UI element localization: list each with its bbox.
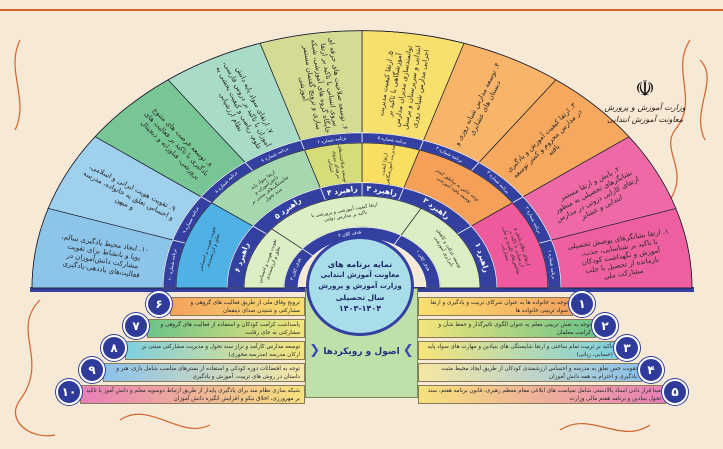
center-title-line: نمایه برنامه های: [327, 259, 393, 269]
principle-item: توجه به نقش تربیتی معلم به عنوان الگوی ت…: [418, 319, 596, 338]
iran-emblem-icon: ☫: [635, 77, 655, 102]
principle-number-badge: ۵: [662, 379, 688, 405]
principle-text: توجه به نقش تربیتی معلم به عنوان الگوی ت…: [438, 322, 591, 336]
principle-number-badge: ۷: [123, 313, 149, 339]
principle-text: مبنا قرار دادن اسناد بالادستی شامل سیاست…: [427, 388, 661, 402]
center-title-line: وزارت آموزش و پرورش: [318, 281, 402, 290]
principle-item: مبنا قرار دادن اسناد بالادستی شامل سیاست…: [418, 385, 666, 404]
fan-outline: [31, 30, 693, 289]
principle-text: توجه به اقتضائات دوره کودکی و استفاده از…: [116, 366, 300, 380]
principle-number-badge: ۹: [79, 357, 105, 383]
principle-text: توجه به خانواده ها به عنوان شرکای تربیت …: [430, 300, 568, 314]
deputy-name: معاونت آموزش ابتدایی: [606, 115, 684, 124]
principle-number-badge: ۸: [101, 335, 127, 361]
principle-number-badge: ۶: [146, 291, 172, 317]
principle-text: شبکه سازی نظام مند برای یادگیری پایدار ا…: [86, 388, 300, 402]
chevron-right-icon: ❯: [402, 343, 414, 358]
ornament-decoration: [14, 39, 708, 437]
principle-item: توجه به خانواده ها به عنوان شرکای تربیت …: [418, 297, 573, 316]
principle-text: تأکید بر تربیت تمام ساحتی و ارتقا شایستگ…: [427, 344, 613, 358]
principle-number-badge: ۴: [638, 357, 664, 383]
center-title-line: ۱۴۰۳-۱۴۰۴: [338, 303, 382, 313]
principles-heading: ❯ اصول و رویکردها ❮: [306, 343, 417, 358]
principle-item: تأکید بر تربیت تمام ساحتی و ارتقا شایستگ…: [418, 341, 618, 360]
chevron-left-icon: ❮: [309, 343, 321, 358]
program-label-5: برنامه شماره ۵: [377, 136, 407, 146]
principle-text: پاسداشت کرامت کودکان و استفاده از فعالیت…: [160, 322, 300, 336]
principle-text: تقویت حس تعلق به مدرسه و احساس ارزشمندی …: [441, 366, 637, 380]
principle-text: توسعه مدارس کارآمد و تراز سند تحول و مدی…: [141, 344, 300, 358]
principle-item: پاسداشت کرامت کودکان و استفاده از فعالیت…: [147, 319, 305, 338]
center-title-line: معاونت آموزش ابتدایی: [320, 270, 400, 279]
principles-title: اصول و رویکردها: [323, 347, 400, 357]
ministry-logo: ☫ وزارت آموزش و پرورش معاونت آموزش ابتدا…: [600, 78, 690, 126]
header-divider: [0, 9, 723, 11]
principle-item: شبکه سازی نظام مند برای یادگیری پایدار ا…: [80, 385, 305, 404]
principle-item: توجه به اقتضائات دوره کودکی و استفاده از…: [103, 363, 305, 382]
ministry-name: وزارت آموزش و پرورش: [604, 103, 686, 112]
program-label-10: برنامه شماره ۱۰: [168, 249, 178, 281]
program-label-6: برنامه شماره ۶: [317, 136, 347, 146]
goal-label-2: هدف کلان ۲: [338, 229, 363, 239]
principle-item: تقویت حس تعلق به مدرسه و احساس ارزشمندی …: [418, 363, 642, 382]
principle-number-badge: ۳: [614, 335, 640, 361]
principle-number-badge: ۱: [569, 291, 595, 317]
center-title-line: سال تحصیلی: [335, 292, 385, 302]
principle-text: ترویج وفاق ملی از طریق فعالیت های گروهی …: [190, 300, 300, 314]
strategy-text-4: توسعه صلاحیت‌هایحرفه‌ای نیرویانسانی: [324, 145, 348, 186]
principle-number-badge: ۲: [592, 313, 618, 339]
program-label-1: برنامه شماره ۱: [546, 250, 556, 280]
principle-number-badge: ۱۰: [56, 379, 82, 405]
principle-item: توسعه مدارس کارآمد و تراز سند تحول و مدی…: [125, 341, 305, 360]
principle-item: ترویج وفاق ملی از طریق فعالیت های گروهی …: [170, 297, 305, 316]
